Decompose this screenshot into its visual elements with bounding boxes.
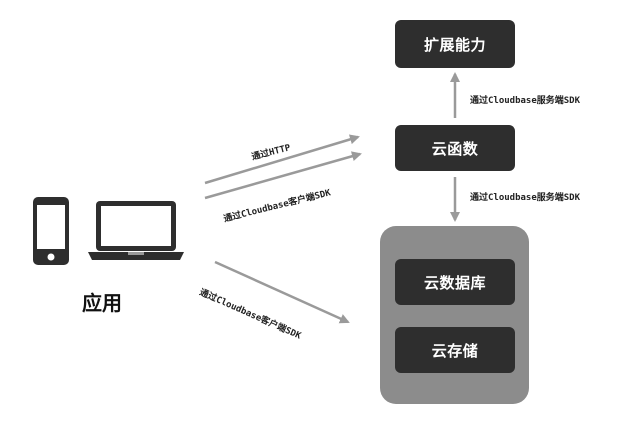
laptop-icon <box>88 201 184 260</box>
arrow-app-to-func-sdk <box>204 151 362 200</box>
cloud-database-box: 云数据库 <box>395 259 515 305</box>
phone-icon <box>33 197 69 265</box>
arrow-app-to-storage <box>214 260 350 324</box>
edge-label-func-to-storage: 通过Cloudbase服务端SDK <box>470 193 581 203</box>
client-app-label: 应用 <box>82 291 122 315</box>
cloud-storage-box: 云存储 <box>395 327 515 373</box>
extension-box: 扩展能力 <box>395 20 515 68</box>
storage-group <box>380 226 529 404</box>
edge-label-func-to-ext: 通过Cloudbase服务端SDK <box>470 96 581 106</box>
arrow-app-to-func-http <box>204 134 360 185</box>
cloud-function-box: 云函数 <box>395 125 515 171</box>
